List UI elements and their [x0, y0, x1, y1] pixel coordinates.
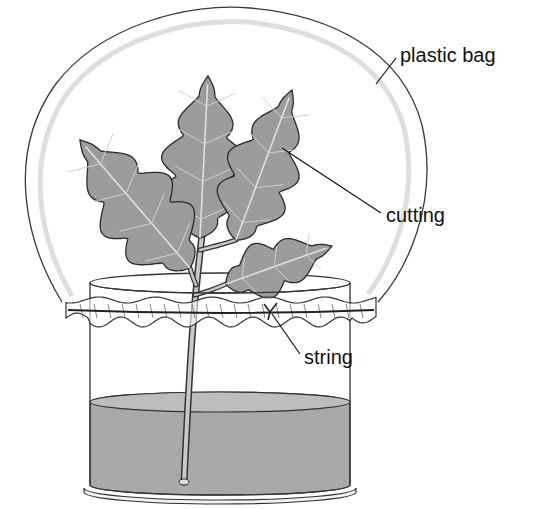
bag-fold	[178, 304, 181, 318]
bag-fold	[164, 304, 167, 318]
leaf-vein	[94, 194, 126, 202]
plastic-bag	[25, 7, 427, 302]
bag-fold	[304, 304, 307, 318]
leaf-midrib	[200, 84, 208, 238]
part-label: cutting	[386, 204, 445, 227]
bag-fold	[290, 304, 293, 318]
leaf-vein	[69, 164, 101, 172]
leaf-vein	[243, 220, 271, 223]
beaker-bottom	[90, 485, 350, 495]
leaf-midrib	[226, 248, 327, 284]
bag-fold	[206, 304, 209, 318]
leaf-vein	[177, 223, 190, 253]
leaf-vein	[175, 166, 202, 181]
leaf-vein	[207, 93, 236, 106]
leaf-vein	[242, 258, 244, 279]
leaf-midrib	[236, 98, 289, 241]
string	[68, 310, 374, 313]
leaf-vein	[237, 167, 256, 187]
beaker-rim-front	[90, 283, 350, 293]
stem	[184, 235, 202, 482]
leaf-midrib	[86, 146, 191, 268]
bag-fold	[192, 304, 195, 318]
beaker-rim-back	[90, 273, 350, 293]
leaf-stalk-inner	[190, 268, 196, 285]
leaf-stalk	[190, 268, 196, 285]
water	[90, 392, 350, 495]
leaf-vein	[126, 163, 139, 193]
leader-line	[376, 58, 396, 84]
leaf-vein	[223, 202, 242, 222]
leaf-vein	[120, 223, 152, 231]
bag-fold	[276, 304, 279, 318]
leaf-stalk-inner	[200, 240, 236, 250]
oak-leaf	[80, 140, 195, 271]
bag-fold	[234, 304, 237, 318]
leaf-vein	[256, 185, 284, 188]
leaf-vein	[179, 91, 206, 106]
part-label: plastic bag	[400, 44, 496, 67]
leaf-vein	[282, 115, 310, 118]
leaf-vein	[306, 255, 321, 269]
plastic-bag-sheen	[40, 22, 409, 296]
leader-line	[272, 314, 300, 354]
part-label: string	[304, 346, 353, 369]
bag-fold	[248, 304, 251, 318]
bag-ruffle	[66, 297, 376, 327]
bag-fold	[136, 304, 139, 318]
leaf-vein	[274, 267, 289, 281]
stem-cut-end	[179, 479, 189, 485]
leaf-vein	[263, 97, 282, 117]
leaf-vein	[250, 132, 269, 152]
leaf-vein	[152, 193, 165, 223]
stem-inner	[184, 235, 202, 482]
bag-fold	[220, 304, 223, 318]
leaf-vein	[145, 253, 177, 261]
leaf-vein	[242, 278, 257, 292]
leaf-vein	[205, 131, 234, 144]
leaf-vein	[269, 150, 297, 153]
leaf-vein	[100, 133, 113, 163]
leaf-vein	[274, 246, 276, 267]
bag-fold	[262, 304, 265, 318]
water-surface	[90, 392, 350, 412]
leaf-vein	[306, 235, 308, 256]
beaker-base	[84, 488, 356, 504]
leaf-vein	[177, 128, 204, 143]
bag-fold	[150, 304, 153, 318]
leaf-stalk	[200, 240, 236, 250]
leader-line	[282, 148, 381, 213]
oak-leaf	[217, 90, 299, 240]
